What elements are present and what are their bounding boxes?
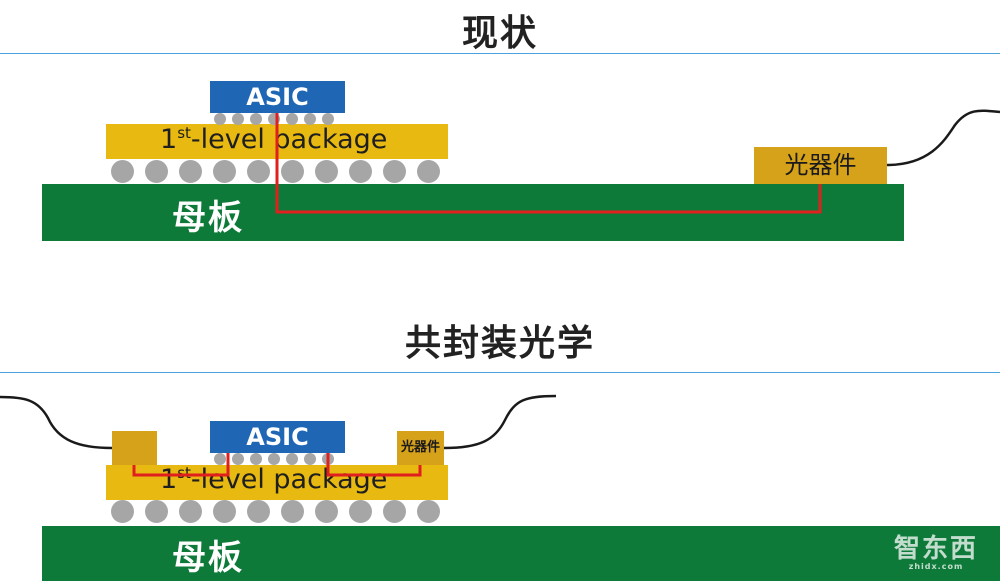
top-electrical-trace (275, 113, 822, 214)
bottom-package (106, 465, 448, 500)
top-solder-ball (417, 160, 440, 183)
bottom-microbump (250, 453, 262, 465)
bottom-package-label: 1st-level package (160, 464, 388, 495)
top-solder-ball (281, 160, 304, 183)
bottom-optical-device-right: 光器件 (397, 431, 444, 465)
top-solder-ball (383, 160, 406, 183)
bottom-microbump (214, 453, 226, 465)
bottom-solder-ball (349, 500, 372, 523)
top-motherboard-label: 母板 (172, 198, 244, 238)
bottom-divider (0, 372, 1000, 373)
bottom-optical-fiber-left (0, 395, 113, 450)
top-solder-ball (213, 160, 236, 183)
bottom-solder-ball (111, 500, 134, 523)
bottom-solder-ball (179, 500, 202, 523)
top-optical-fiber (886, 109, 1000, 167)
top-optical-device: 光器件 (754, 147, 887, 184)
bottom-motherboard-label: 母板 (172, 538, 244, 578)
top-microbump (232, 113, 244, 125)
top-solder-ball (145, 160, 168, 183)
bottom-solder-ball (281, 500, 304, 523)
top-solder-ball (179, 160, 202, 183)
bottom-solder-ball (247, 500, 270, 523)
top-asic-chip: ASIC (210, 81, 345, 113)
top-solder-ball (315, 160, 338, 183)
top-solder-ball (247, 160, 270, 183)
bottom-microbump (268, 453, 280, 465)
bottom-microbump (232, 453, 244, 465)
bottom-optical-device-left (112, 431, 157, 465)
bottom-solder-ball (315, 500, 338, 523)
top-solder-ball (111, 160, 134, 183)
top-solder-ball (349, 160, 372, 183)
bottom-asic-chip: ASIC (210, 421, 345, 453)
bottom-electrical-trace-right (326, 453, 422, 477)
bottom-microbump (304, 453, 316, 465)
bottom-solder-ball (383, 500, 406, 523)
bottom-electrical-trace-left (132, 453, 230, 477)
top-package-label: 1st-level package (160, 124, 388, 155)
top-title: 现状 (461, 13, 538, 54)
top-microbump (250, 113, 262, 125)
bottom-microbump (286, 453, 298, 465)
bottom-solder-ball (213, 500, 236, 523)
top-microbump (286, 113, 298, 125)
bottom-solder-ball (417, 500, 440, 523)
bottom-solder-ball (145, 500, 168, 523)
top-divider (0, 53, 1000, 54)
top-microbump (322, 113, 334, 125)
bottom-motherboard (42, 526, 1000, 581)
bottom-optical-fiber-right (443, 394, 557, 450)
bottom-title: 共封装光学 (404, 323, 595, 364)
top-microbump (214, 113, 226, 125)
top-microbump (304, 113, 316, 125)
